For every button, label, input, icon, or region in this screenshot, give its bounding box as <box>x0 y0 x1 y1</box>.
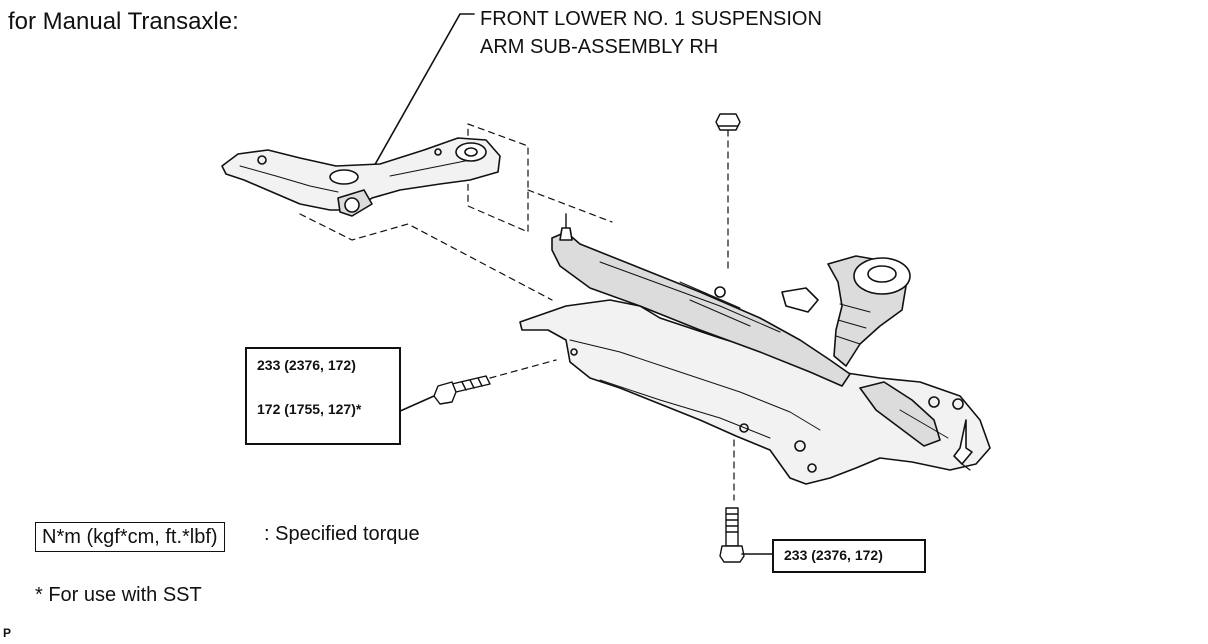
torque-value-bottom: 233 (2376, 172) <box>784 547 883 563</box>
part-label-line2: ARM SUB-ASSEMBLY RH <box>480 36 719 58</box>
bottom-bolt <box>719 507 773 563</box>
torque-value-with-sst: 172 (1755, 127)* <box>257 401 362 417</box>
part-leader-line <box>372 13 475 169</box>
corner-mark: P <box>3 626 12 640</box>
torque-units-legend-box: N*m (kgf*cm, ft.*lbf) <box>35 522 225 552</box>
torque-value-standard: 233 (2376, 172) <box>257 357 356 373</box>
side-bolt-torque-callout: 233 (2376, 172) 172 (1755, 127)* <box>245 347 401 445</box>
part-label: FRONT LOWER NO. 1 SUSPENSION ARM SUB-ASS… <box>480 5 822 61</box>
front-crossmember <box>519 213 991 485</box>
part-label-line1: FRONT LOWER NO. 1 SUSPENSION <box>480 8 822 30</box>
side-bolt <box>397 375 491 413</box>
top-nut <box>715 113 741 131</box>
bottom-bolt-torque-callout: 233 (2376, 172) <box>772 539 926 573</box>
suspension-arm <box>221 137 501 217</box>
torque-legend-description: : Specified torque <box>264 523 420 545</box>
page-heading: for Manual Transaxle: <box>8 8 239 35</box>
sst-footnote: * For use with SST <box>35 584 202 606</box>
